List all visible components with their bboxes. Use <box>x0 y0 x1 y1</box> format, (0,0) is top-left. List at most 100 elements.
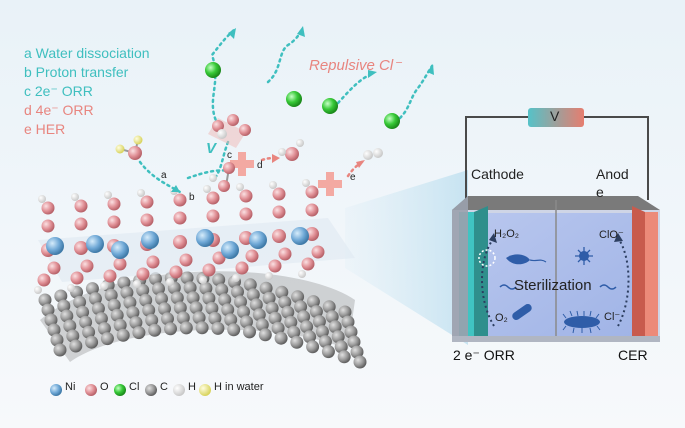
carbon-atom <box>85 335 99 349</box>
cl-ion-2 <box>286 91 302 107</box>
atom-legend-markers <box>50 384 211 396</box>
oxygen-atom <box>146 255 160 269</box>
oxygen-atom <box>311 245 325 259</box>
path-up-4 <box>398 64 434 120</box>
carbon-atom <box>231 285 244 299</box>
atom-legend-marker-5 <box>199 384 211 396</box>
carbon-atom <box>85 282 99 296</box>
nickel-atom <box>46 237 64 255</box>
oxygen-atom <box>140 213 154 227</box>
carbon-atom <box>234 295 247 309</box>
carbon-atom <box>69 339 83 353</box>
carbon-atom <box>306 340 320 354</box>
carbon-atom <box>170 291 184 305</box>
nickel-atom <box>249 231 267 249</box>
carbon-atom <box>322 300 336 314</box>
carbon-atom <box>227 323 241 337</box>
hydrogen-atom <box>236 183 244 191</box>
oxygen-atom <box>179 253 193 267</box>
oxygen-atom <box>239 207 253 221</box>
carbon-atom <box>208 311 222 325</box>
atom-legend-label-3: C <box>160 381 168 393</box>
carbon-atom <box>262 291 276 305</box>
carbon-atom <box>306 295 320 309</box>
carbon-atom <box>116 328 130 342</box>
oxygen-atom <box>202 263 216 277</box>
carbon-atom <box>294 300 308 314</box>
step-marker-v: V <box>206 140 217 157</box>
atom-legend-label-5: H in water <box>214 381 264 393</box>
clo-label: ClO⁻ <box>599 229 624 241</box>
hydrogen-atom <box>67 284 75 292</box>
wave-right <box>599 284 617 290</box>
hydrogen-atom <box>232 274 240 282</box>
h2-molecule <box>363 148 383 160</box>
oxygen-atom <box>239 189 253 203</box>
carbon-atom <box>243 325 256 339</box>
oxygen-atom <box>173 235 187 249</box>
carbon-atom <box>291 290 305 304</box>
carbon-atom <box>110 308 124 322</box>
carbon-atom <box>66 329 80 343</box>
oxygen-atom <box>305 203 319 217</box>
cl-ion-3 <box>322 98 338 114</box>
hydrogen-atom <box>203 185 211 193</box>
carbon-atom <box>328 320 342 334</box>
zoom-beam <box>345 170 468 345</box>
step-marker-c: c <box>227 150 232 161</box>
carbon-atom <box>113 318 127 332</box>
legend-step-4: e HER <box>24 121 66 137</box>
oxygen-atom <box>140 195 154 209</box>
path-c <box>213 140 230 180</box>
hydrogen-atom <box>133 280 141 288</box>
nickel-atom <box>86 235 104 253</box>
nickel-atom <box>196 229 214 247</box>
carbon-atom <box>50 333 64 347</box>
hydrogen-atom <box>100 282 108 290</box>
atom-legend-marker-1 <box>85 384 97 396</box>
carbon-atom <box>41 303 55 317</box>
atom-legend-marker-3 <box>145 384 157 396</box>
bacterium-hairy <box>562 310 601 334</box>
atom-legend-label-1: O <box>100 381 109 393</box>
carbon-atom <box>195 321 209 335</box>
oxygen-atom <box>206 191 220 205</box>
carbon-atom <box>139 293 153 307</box>
carbon-atom <box>183 281 197 295</box>
bacterium-top-left <box>506 254 547 265</box>
step-marker-b: b <box>189 192 195 203</box>
step-marker-a: a <box>161 170 167 181</box>
carbon-atom <box>347 335 361 349</box>
carbon-atom <box>60 309 74 323</box>
oxygen-atom <box>41 219 55 233</box>
sterilization-label: Sterilization <box>514 277 592 294</box>
oxygen-atom <box>173 193 187 207</box>
carbon-atom <box>215 283 229 297</box>
carbon-atom <box>47 323 61 337</box>
oxygen-atom <box>70 271 84 285</box>
carbon-atom <box>120 286 134 300</box>
oxygen-atom <box>169 265 183 279</box>
carbon-atom <box>249 298 263 312</box>
carbon-atom <box>275 285 289 299</box>
reaction-pathways <box>138 26 434 194</box>
carbon-atom <box>284 315 298 329</box>
carbon-atom <box>44 313 58 327</box>
carbon-atom <box>155 292 168 306</box>
repulsive-cl-label: Repulsive Cl⁻ <box>309 57 402 74</box>
carbon-atom <box>179 321 193 335</box>
oxygen-atom <box>47 261 61 275</box>
cl-label: Cl⁻ <box>604 311 621 323</box>
carbon-atom <box>278 295 292 309</box>
carbon-atom <box>290 335 304 349</box>
carbon-atom <box>325 310 339 324</box>
electrochemical-cell <box>452 108 660 342</box>
oxygen-atom <box>103 269 117 283</box>
carbon-atom <box>243 278 257 292</box>
atom-legend-marker-4 <box>173 384 185 396</box>
carbon-atom <box>312 315 326 329</box>
carbon-atom <box>149 272 162 286</box>
oxygen-atom <box>80 259 94 273</box>
carbon-atom <box>281 305 295 319</box>
